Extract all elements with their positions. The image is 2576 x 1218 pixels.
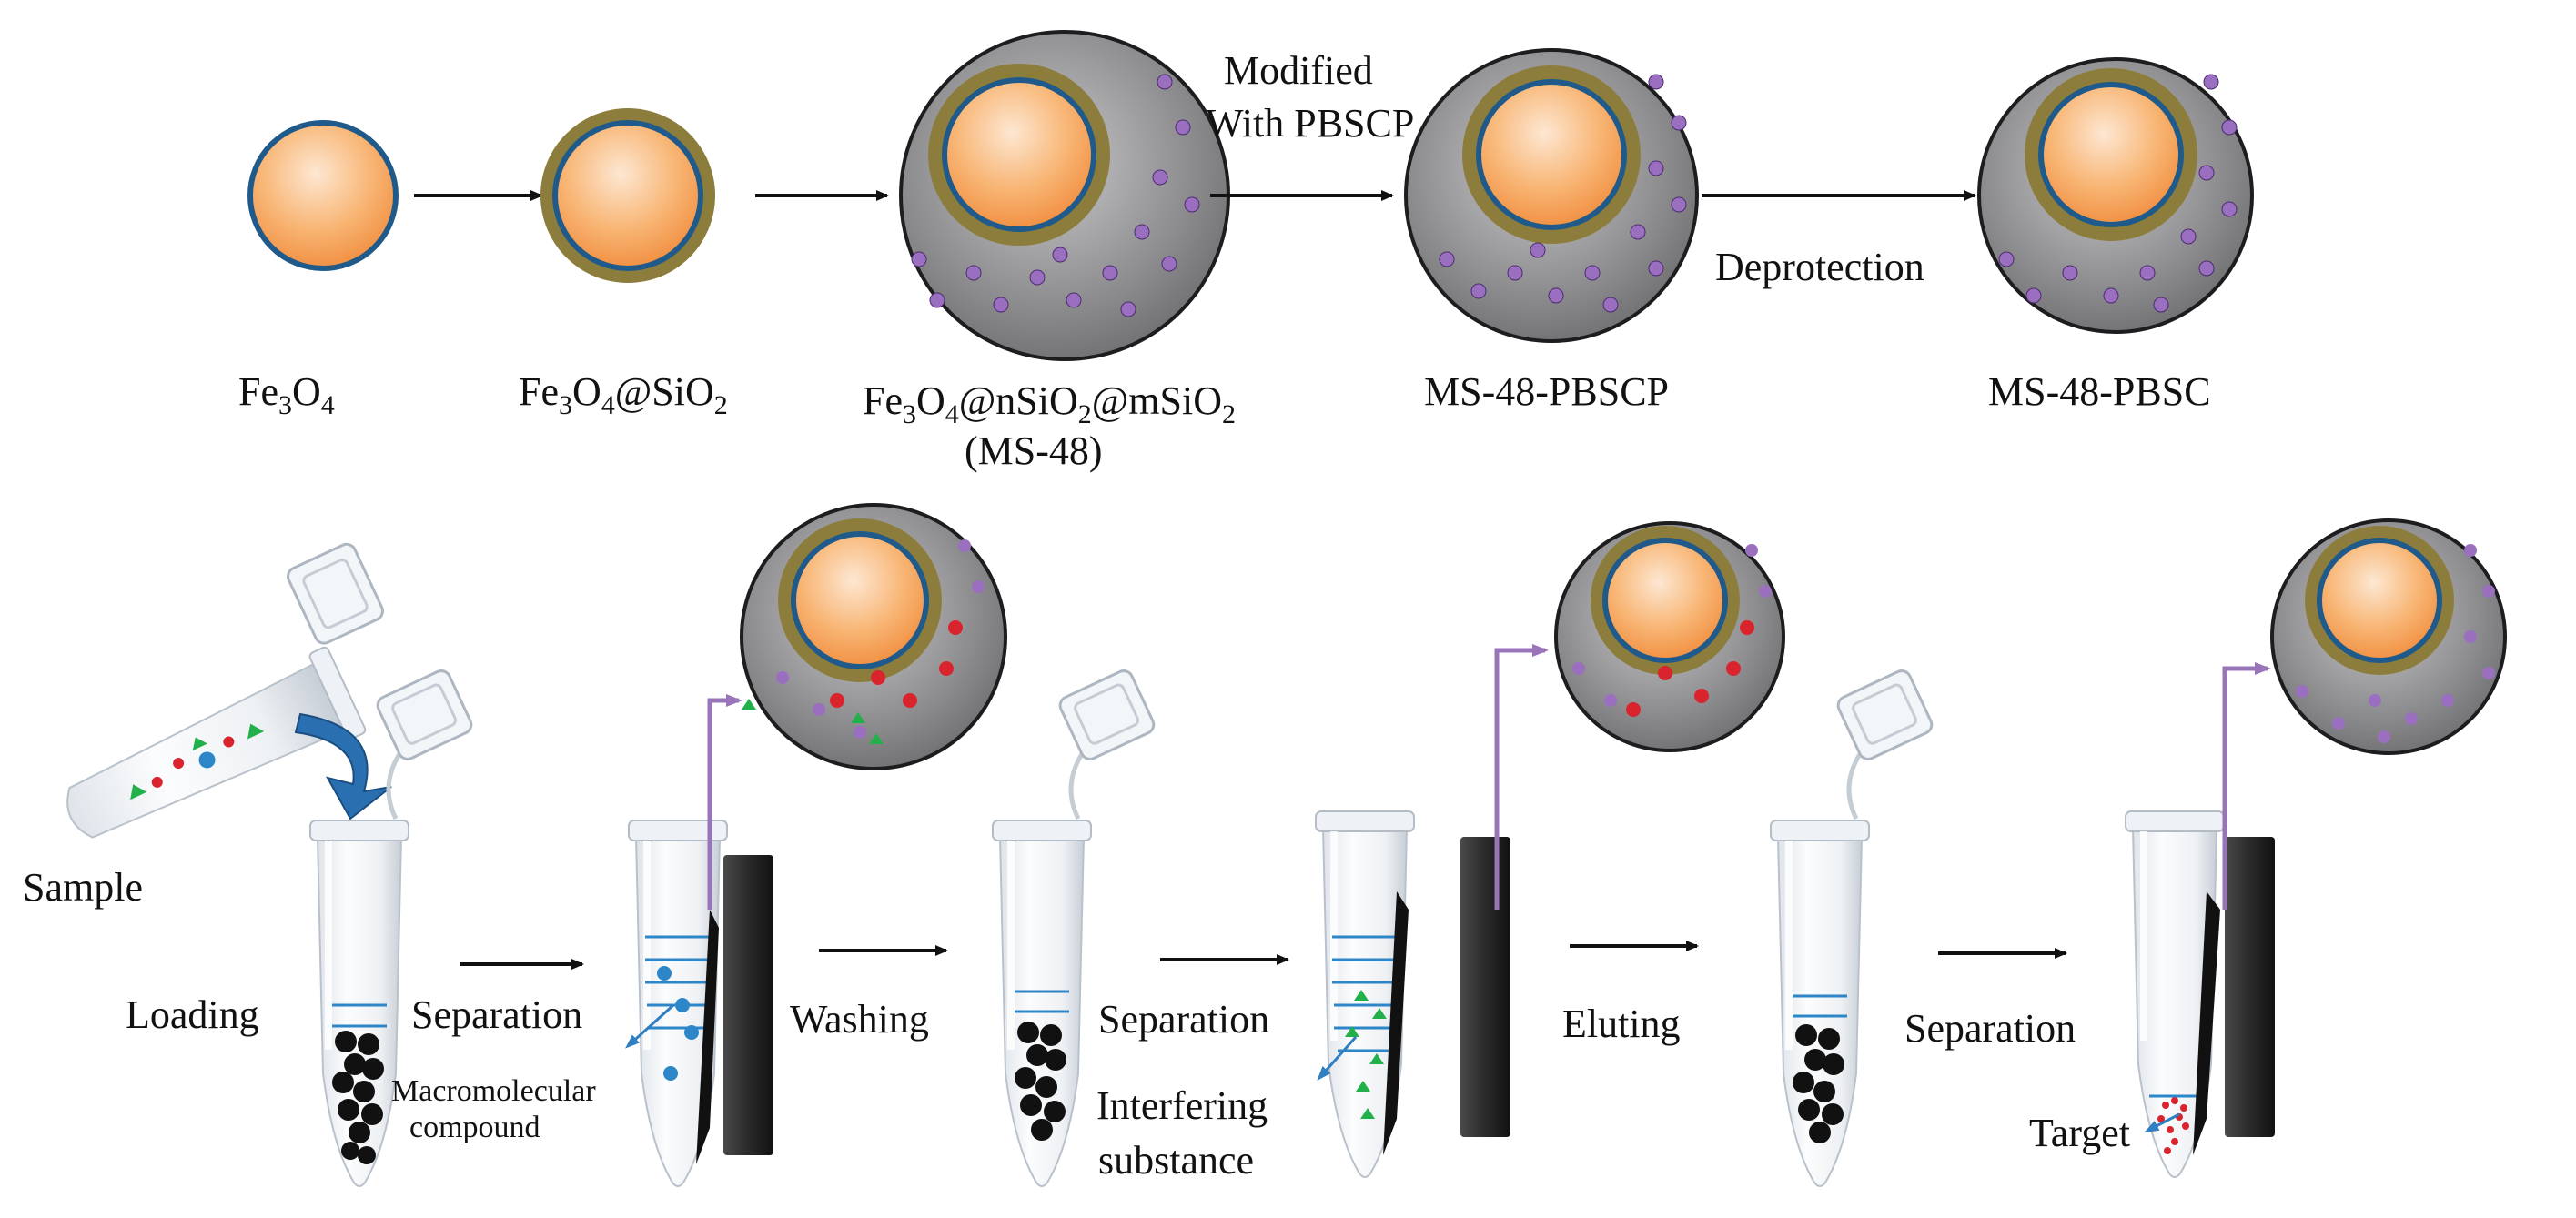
fe3o4-sio2-particle-icon xyxy=(540,108,715,283)
target-pointer-arrow xyxy=(2144,1112,2180,1132)
fe3o4-particle-icon xyxy=(247,120,399,271)
label-modified-line1: Modified xyxy=(1224,48,1373,93)
sample-tube-icon xyxy=(66,542,385,839)
separation-tube-2-icon xyxy=(1315,810,1415,1178)
ms48-pbscp-particle-icon xyxy=(1404,48,1699,343)
pour-arrow-icon xyxy=(294,712,392,820)
label-interfering-line2: substance xyxy=(1098,1138,1254,1183)
label-macromolecular-line2: compound xyxy=(409,1111,540,1144)
interferent-pointer-arrow xyxy=(1317,1036,1358,1081)
label-fe3o4: Fe3O4 xyxy=(238,369,335,420)
separation-tube-1-icon xyxy=(628,820,728,1187)
zoom-arrow-2 xyxy=(1494,644,1549,910)
ms48-pbsc-particle-icon xyxy=(1977,57,2254,334)
label-macromolecular-line1: Macromolecular xyxy=(391,1074,596,1108)
label-modified-line2: With PBSCP xyxy=(1206,101,1414,146)
washing-tube-icon xyxy=(992,668,1157,1187)
loading-tube-icon xyxy=(309,668,474,1187)
label-sample: Sample xyxy=(23,865,143,910)
label-fe3o4-sio2: Fe3O4@SiO2 xyxy=(519,369,728,420)
label-deprotection: Deprotection xyxy=(1715,245,1924,289)
zoom-particle-2-icon xyxy=(1554,521,1785,752)
step-eluting: Eluting xyxy=(1562,1002,1681,1046)
label-ms48-pbscp: MS-48-PBSCP xyxy=(1424,369,1669,414)
eluting-tube-icon xyxy=(1770,668,1935,1187)
label-ms48-name: (MS-48) xyxy=(965,428,1103,473)
step-washing: Washing xyxy=(790,997,929,1042)
step-separation-2: Separation xyxy=(1098,997,1269,1042)
ms48-particle-icon xyxy=(899,30,1230,361)
label-target: Target xyxy=(2029,1111,2130,1155)
zoom-particle-3-icon xyxy=(2270,518,2507,755)
step-loading: Loading xyxy=(126,992,259,1037)
separation-tube-3-icon xyxy=(2125,810,2225,1178)
zoom-particle-1-icon xyxy=(740,503,1007,770)
macro-pointer-arrow xyxy=(625,1003,675,1049)
zoom-arrow-3 xyxy=(2222,662,2271,910)
step-separation-1: Separation xyxy=(411,992,582,1037)
label-interfering-line1: Interfering xyxy=(1096,1083,1268,1128)
magnet-2-icon xyxy=(1460,837,1510,1137)
magnet-3-icon xyxy=(2225,837,2275,1137)
label-ms48-pbsc: MS-48-PBSC xyxy=(1988,369,2211,414)
magnet-1-icon xyxy=(723,855,773,1155)
zoom-arrow-1 xyxy=(707,694,742,910)
label-ms48-formula: Fe3O4@nSiO2@mSiO2 xyxy=(863,378,1236,429)
step-separation-3: Separation xyxy=(1904,1006,2076,1051)
